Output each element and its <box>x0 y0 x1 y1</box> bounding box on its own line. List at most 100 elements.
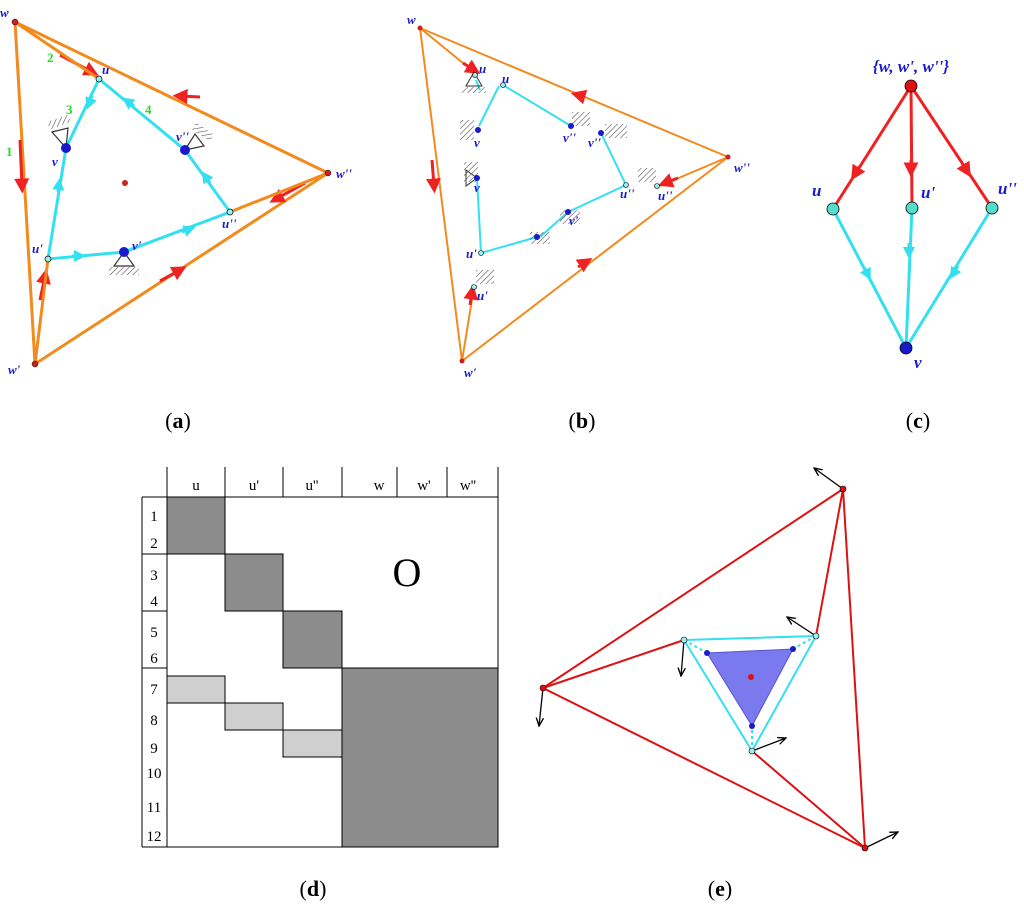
node-u2-b2 <box>623 182 629 188</box>
c-arrow-v-3 <box>949 265 962 280</box>
cyan-arrow-1 <box>85 95 97 110</box>
label-num-2: 2 <box>47 50 54 65</box>
e-arrow-1 <box>814 468 844 490</box>
node-u-b <box>472 72 478 78</box>
c-edge-top-u1 <box>909 85 914 209</box>
node-w-a <box>11 18 19 26</box>
label-w2-b: w'' <box>734 160 750 175</box>
d-col-w1: w' <box>417 478 431 494</box>
spoke-w1-u1 <box>33 258 50 365</box>
c-edge-u1-v <box>904 207 914 349</box>
node-v2-b2 <box>598 130 604 136</box>
e-node-3 <box>861 844 869 852</box>
e-node-5 <box>812 632 820 640</box>
e-cyan-triangle <box>682 634 818 753</box>
panel-c: {w, w', w''} u u' u'' v (c) <box>812 57 1017 433</box>
spoke-w-u <box>14 20 100 81</box>
support-v-a <box>47 114 71 150</box>
d-row-10: 10 <box>147 766 162 782</box>
label-u-b: u <box>479 61 486 76</box>
e-node-1 <box>839 485 847 493</box>
e-purple-triangle <box>706 648 794 728</box>
label-u1-b2: u' <box>477 288 488 303</box>
e-dash-2 <box>792 635 817 650</box>
e-node-8 <box>790 646 796 652</box>
label-w1-b: w' <box>464 365 477 380</box>
label-v1-b: v' <box>569 213 579 228</box>
d-matrix-border <box>166 496 499 848</box>
label-num-1: 1 <box>6 144 13 159</box>
e-outer-triangle <box>541 487 867 850</box>
e-arrow-6 <box>751 738 786 752</box>
d-row-9: 9 <box>150 741 158 757</box>
node-w-b <box>417 25 423 31</box>
cyan-arrow-2 <box>52 178 65 193</box>
node-u-c <box>826 202 840 216</box>
label-u1-c: u' <box>921 183 935 202</box>
label-v2-b: v'' <box>563 130 576 145</box>
label-num-4: 4 <box>145 102 152 117</box>
edge-arrow-top <box>172 88 201 104</box>
e-node-9 <box>749 723 755 729</box>
edge-arrow-1 <box>14 139 30 194</box>
label-w1-a: w' <box>8 362 21 377</box>
node-u1-b <box>478 250 484 256</box>
node-w2-b <box>725 154 731 160</box>
node-u1-a <box>44 255 52 263</box>
d-block-w <box>341 667 499 848</box>
label-v2-b2: v'' <box>588 135 601 150</box>
d-row-4: 4 <box>150 594 158 610</box>
label-u2-b: u'' <box>620 186 635 201</box>
center-dot-a <box>122 180 128 186</box>
c-edge-top-u2 <box>909 85 994 209</box>
label-top-c: {w, w', w''} <box>873 57 949 76</box>
node-w1-a <box>31 360 39 368</box>
b-arrow-bottom <box>575 258 593 273</box>
e-arrow-2 <box>539 687 543 726</box>
label-w-b: w <box>407 12 416 27</box>
label-u-b2: u <box>502 71 509 86</box>
e-spoke-2 <box>815 488 844 637</box>
node-v-c <box>899 341 913 355</box>
node-v2-a <box>180 145 190 155</box>
b-arrow-w1 <box>463 284 479 306</box>
label-u-c: u <box>812 181 821 200</box>
label-w2-a: w'' <box>336 166 352 181</box>
b-cyan-top <box>502 84 572 127</box>
node-u1-c <box>905 201 919 215</box>
label-u2-a: u'' <box>222 216 237 231</box>
d-row-2: 2 <box>150 536 158 552</box>
e-node-2 <box>539 684 547 692</box>
e-arrow-5 <box>787 617 817 637</box>
panel-b: w w'' w' u u v v'' v'' u'' u'' v v' u' u… <box>407 12 750 433</box>
e-node-7 <box>704 650 710 656</box>
caption-c: (c) <box>906 408 930 433</box>
node-v-b2 <box>474 175 480 181</box>
node-u1-b2 <box>471 284 477 290</box>
c-arrow-u <box>851 163 866 181</box>
d-col-u: u <box>192 478 200 494</box>
d-row-5: 5 <box>150 625 158 641</box>
spoke-w2-u2 <box>229 171 329 214</box>
node-u2-b <box>654 183 660 189</box>
b-cyan-left <box>476 177 538 255</box>
label-v1-a: v' <box>132 238 142 253</box>
b-arrow-left <box>425 159 441 194</box>
d-row-8: 8 <box>150 713 158 729</box>
caption-d: (d) <box>300 876 327 901</box>
e-arrow-4 <box>681 639 684 676</box>
node-v1-b2 <box>534 234 540 240</box>
label-u1-a: u' <box>32 241 43 256</box>
d-light-2 <box>224 702 284 731</box>
c-edge-u2-v <box>904 207 994 349</box>
node-u-b2 <box>500 82 506 88</box>
d-col-u1: u' <box>249 478 260 494</box>
c-edge-u-v <box>831 208 908 349</box>
cyan-arrow-6 <box>122 97 136 110</box>
d-row-7: 7 <box>150 682 158 698</box>
d-row-1: 1 <box>150 509 158 525</box>
node-w1-b <box>459 358 465 364</box>
e-arrow-3 <box>864 832 898 849</box>
c-arrow-v-1 <box>859 266 871 281</box>
